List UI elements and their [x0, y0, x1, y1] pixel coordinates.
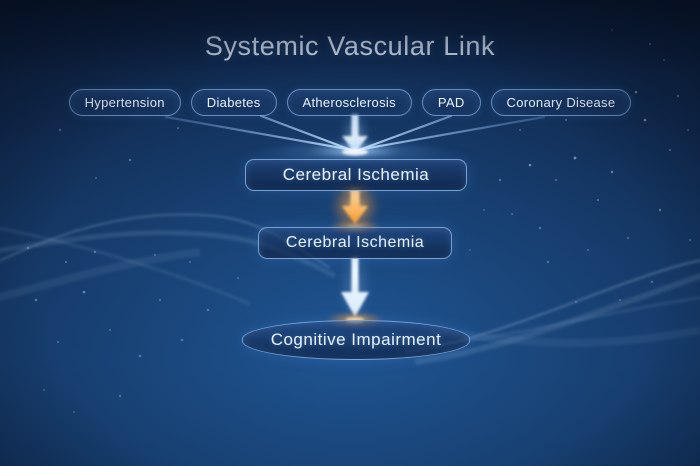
- particle-dots-decor: [26, 29, 691, 413]
- risk-factor-pill-diabetes: Diabetes: [190, 89, 277, 116]
- flow-node-cognitive-impairment: Cognitive Impairment: [242, 320, 470, 360]
- flow-node-cerebral-ischemia-1: Cerebral Ischemia: [245, 159, 467, 191]
- page-title: Systemic Vascular Link: [204, 31, 496, 61]
- risk-factor-pill-coronary-disease: Coronary Disease: [490, 89, 632, 116]
- risk-factor-pill-pad: PAD: [421, 89, 481, 116]
- risk-factor-pill-atherosclerosis: Atherosclerosis: [286, 89, 412, 116]
- risk-factor-row: Hypertension Diabetes Atherosclerosis PA…: [0, 89, 700, 116]
- convergence-glow: [255, 138, 455, 164]
- flow-node-cerebral-ischemia-2: Cerebral Ischemia: [258, 227, 452, 259]
- risk-factor-pill-hypertension: Hypertension: [68, 89, 181, 116]
